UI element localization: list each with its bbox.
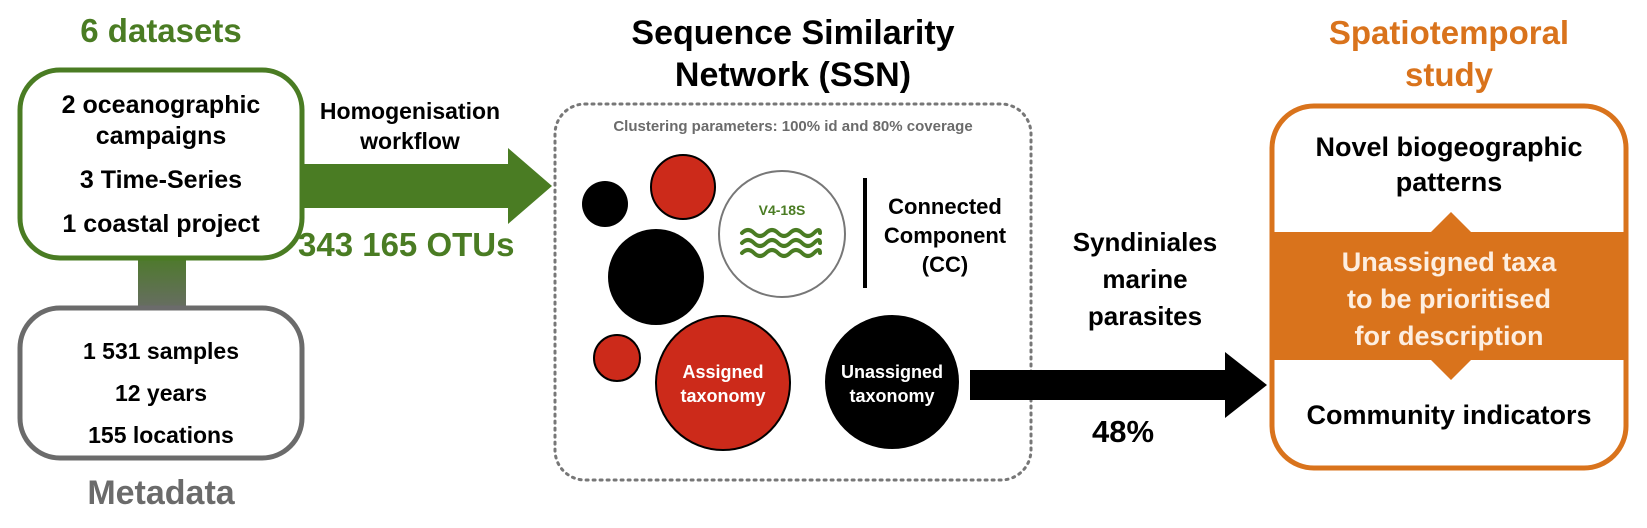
datasets-item: 2 oceanographic	[61, 91, 261, 119]
prioritised-line: for description	[1354, 321, 1544, 351]
datasets-item: 3 Time-Series	[79, 166, 243, 194]
biogeographic-line: patterns	[1395, 167, 1503, 197]
syndiniales-percent: 48%	[1092, 414, 1155, 449]
clustering-params: Clustering parameters: 100% id and 80% c…	[613, 118, 973, 135]
unassigned-taxonomy-label: Unassigned taxonomy	[825, 360, 959, 408]
community-indicators: Community indicators	[1306, 400, 1592, 430]
syndiniales-arrow	[970, 352, 1267, 418]
metadata-item: 12 years	[114, 380, 208, 406]
ssn-title-line: Sequence Similarity	[631, 14, 955, 52]
unassigned-label-line: Unassigned	[840, 362, 944, 382]
marker-label: V4-18S	[758, 202, 806, 218]
small-red-circle	[593, 334, 641, 382]
syndiniales-label-line: parasites	[1087, 301, 1203, 331]
small-black-circle	[582, 181, 628, 227]
unassigned-label-line: taxonomy	[849, 386, 935, 406]
datasets-list: 2 oceanographic campaigns 3 Time-Series …	[20, 90, 302, 240]
spatiotemporal-title-line: Spatiotemporal	[1328, 14, 1570, 51]
datasets-item: 1 coastal project	[62, 210, 260, 238]
datasets-metadata-connector	[138, 250, 186, 316]
spatiotemporal-title: Spatiotemporal study	[1272, 12, 1626, 96]
prioritised-taxa: Unassigned taxa to be prioritised for de…	[1272, 244, 1626, 355]
assigned-taxonomy-circle	[655, 315, 791, 451]
spatiotemporal-title-line: study	[1404, 56, 1493, 93]
medium-red-circle	[650, 154, 716, 220]
up-triangle	[1431, 212, 1471, 232]
datasets-item: campaigns	[95, 122, 227, 150]
ssn-title-line: Network (SSN)	[674, 56, 912, 94]
unassigned-taxonomy-circle	[825, 315, 959, 449]
biogeographic-line: Novel biogeographic	[1315, 132, 1583, 162]
syndiniales-label-line: Syndiniales	[1072, 227, 1218, 257]
assigned-label-line: Assigned	[682, 362, 764, 382]
metadata-item: 155 locations	[88, 422, 234, 448]
otus-count: 343 165 OTUs	[298, 226, 515, 263]
prioritised-line: to be prioritised	[1346, 284, 1552, 314]
metadata-item: 1 531 samples	[82, 338, 239, 364]
cc-label-line: Connected	[888, 194, 1002, 219]
ssn-title: Sequence Similarity Network (SSN)	[563, 12, 1023, 96]
prioritised-band	[1272, 232, 1626, 360]
prioritised-line: Unassigned taxa	[1341, 247, 1557, 277]
metadata-list: 1 531 samples 12 years 155 locations	[20, 330, 302, 456]
down-triangle	[1431, 360, 1471, 380]
cc-label: Connected Component (CC)	[870, 192, 1020, 279]
metadata-title: Metadata	[87, 474, 235, 512]
cc-label-line: (CC)	[921, 252, 969, 277]
assigned-taxonomy-label: Assigned taxonomy	[656, 360, 790, 408]
metadata-box	[17, 305, 305, 461]
homogenisation-arrow	[302, 148, 552, 224]
homogenisation-label: Homogenisation workflow	[300, 96, 520, 156]
homogenisation-label-line: workflow	[360, 128, 460, 154]
syndiniales-label-line: marine	[1102, 264, 1188, 294]
cc-label-line: Component	[883, 223, 1007, 248]
sequence-waves-icon	[740, 228, 822, 258]
syndiniales-label: Syndiniales marine parasites	[1040, 224, 1250, 335]
datasets-title: 6 datasets	[80, 12, 242, 49]
assigned-label-line: taxonomy	[680, 386, 766, 406]
large-black-circle	[608, 229, 704, 325]
biogeographic-patterns: Novel biogeographic patterns	[1272, 130, 1626, 200]
homogenisation-label-line: Homogenisation	[319, 98, 501, 124]
